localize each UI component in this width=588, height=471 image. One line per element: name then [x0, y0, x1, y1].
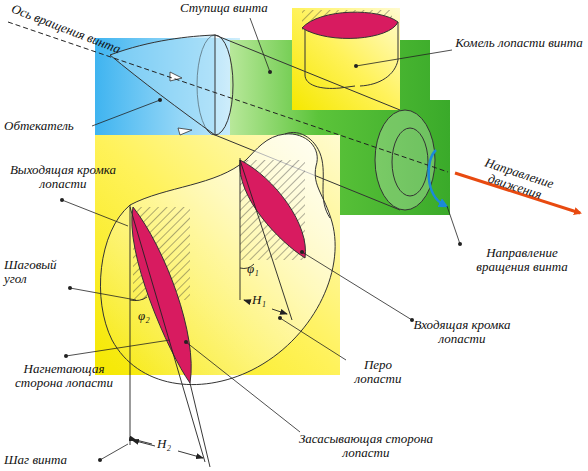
blade-root: [302, 10, 398, 88]
rotation-arrow: [429, 150, 444, 205]
part-label: Обтекатель: [4, 119, 90, 133]
dimension-symbol: H₁: [252, 293, 274, 307]
part-label: Шаг винта: [4, 453, 94, 467]
part-label: Засасывающая сторона лопасти: [296, 432, 436, 460]
blade-section: [132, 207, 191, 383]
part-label: Направление вращения винта: [460, 246, 584, 274]
hatch-section: [240, 160, 305, 260]
dimension-lines: [130, 158, 292, 467]
direction-label: Направление движения: [460, 150, 573, 211]
part-label: Нагнетающая сторона лопасти: [2, 362, 126, 390]
part-label: Ступица винта: [180, 1, 290, 15]
blade-section: [240, 160, 306, 258]
part-label: Перо лопасти: [346, 358, 410, 386]
dimension-symbol: H₂: [157, 437, 179, 451]
part-label: Шаговый угол: [4, 258, 74, 286]
axis-label: Ось вращения винта: [7, 1, 124, 57]
spinner: [110, 35, 215, 135]
part-label: Входящая кромка лопасти: [392, 318, 532, 346]
leader-lines: [62, 18, 460, 460]
leader-dots: [60, 64, 462, 462]
root-ground: [292, 8, 400, 110]
part-label: Комель лопасти винта: [455, 36, 583, 50]
blade-outline: [100, 134, 335, 385]
angle-symbol: φ₁: [247, 262, 267, 276]
rotation-axis: [8, 22, 448, 172]
angle-symbol: φ₂: [138, 309, 158, 323]
part-label: Выходящая кромка лопасти: [2, 163, 124, 191]
